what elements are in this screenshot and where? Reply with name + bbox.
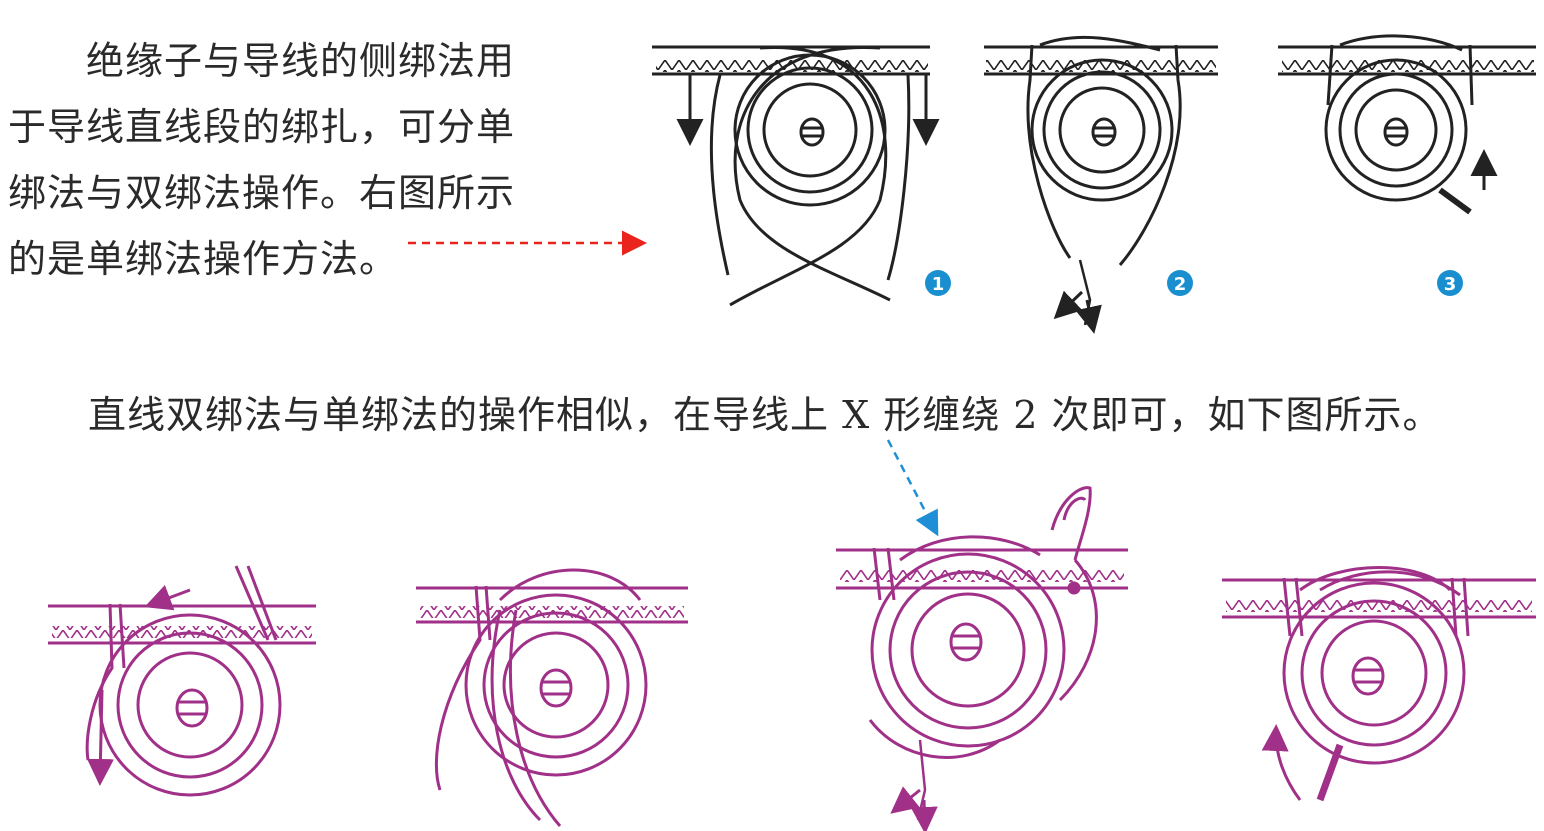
step-2-badge: 2 [1174, 274, 1187, 295]
blue-pointer-arrow [886, 439, 939, 537]
double-bind-step-2-illustration [416, 568, 688, 827]
double-binding-description: 直线双绑法与单绑法的操作相似，在导线上 X 形缠绕 2 次即可，如下图所示。 [88, 393, 1442, 437]
intro-paragraph: 绝缘子与导线的侧绑法用 于导线直线段的绑扎，可分单 绑法与双绑法操作。右图所示 … [8, 28, 548, 292]
intro-line-2: 于导线直线段的绑扎，可分单 [8, 105, 516, 149]
intro-line-3: 绑法与双绑法操作。右图所示 [8, 171, 516, 215]
single-bind-step-3-illustration [1278, 34, 1536, 215]
double-bind-step-3-illustration [836, 486, 1128, 831]
single-bind-step-2-illustration [984, 35, 1218, 334]
intro-line-1: 绝缘子与导线的侧绑法用 [86, 39, 516, 83]
step-1-badge-circle [925, 270, 951, 296]
step-3-badge: 3 [1444, 274, 1457, 295]
intro-line-4: 的是单绑法操作方法。 [8, 237, 399, 281]
step-3-badge-circle [1437, 270, 1463, 296]
step-2-badge-circle [1167, 270, 1193, 296]
double-bind-step-4-illustration [1222, 566, 1536, 802]
single-bind-step-1-illustration [652, 45, 940, 307]
step-1-badge: 1 [932, 274, 945, 295]
double-bind-step-1-illustration [48, 565, 316, 797]
